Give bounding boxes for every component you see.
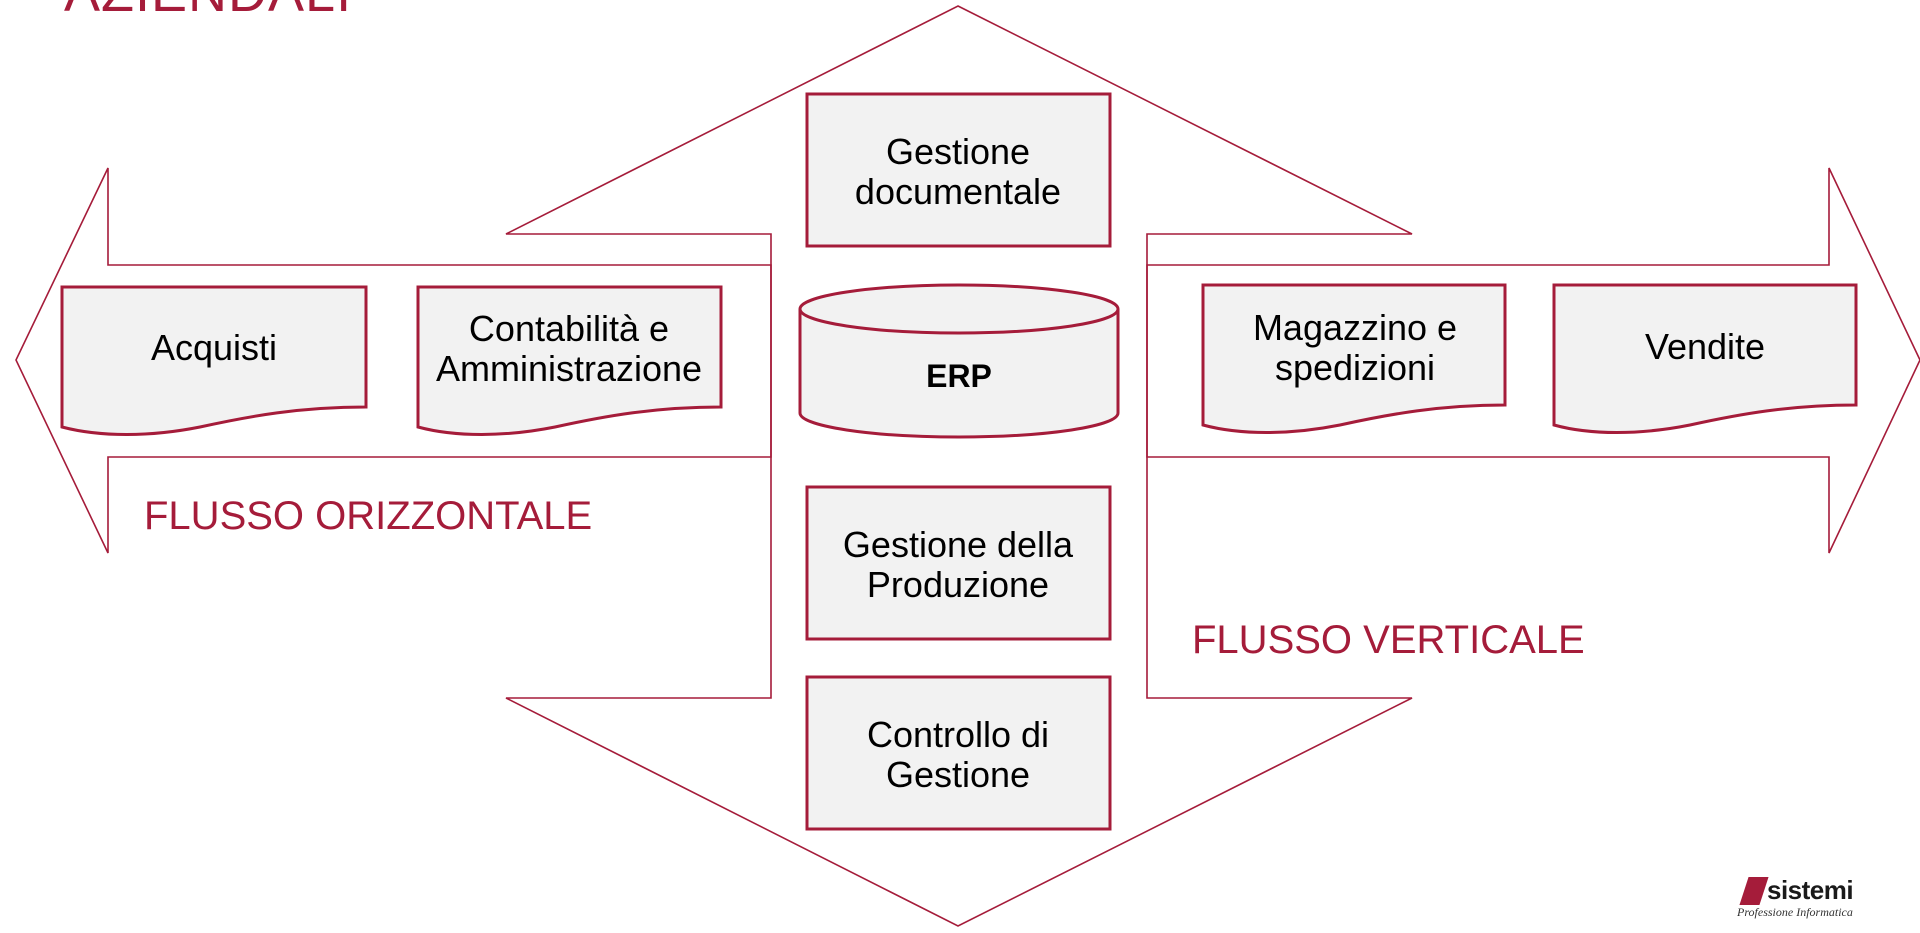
module-label: Acquisti	[151, 327, 277, 368]
logo-mark-icon	[1739, 877, 1769, 905]
vertical-flow-arrow	[505, 5, 1413, 927]
module-vendite: Vendite	[1552, 283, 1858, 434]
module-label: Gestione	[886, 131, 1030, 172]
module-magazzino: Magazzino e spedizioni	[1201, 283, 1507, 434]
module-gestione-documentale: Gestione documentale	[805, 92, 1112, 248]
module-label: Contabilità e	[469, 308, 669, 349]
label-flusso-verticale: FLUSSO VERTICALE	[1192, 618, 1585, 662]
label-flusso-orizzontale: FLUSSO ORIZZONTALE	[144, 494, 592, 538]
sistemi-logo: sistemi Professione Informatica	[1737, 875, 1873, 923]
module-label: Gestione della	[843, 524, 1074, 565]
module-label: Magazzino e	[1253, 307, 1457, 348]
module-controllo: Controllo di Gestione	[805, 675, 1112, 831]
erp-database: ERP	[798, 283, 1120, 439]
module-label: Vendite	[1645, 326, 1765, 367]
logo-wordmark: sistemi	[1767, 875, 1854, 905]
module-label: documentale	[855, 171, 1061, 212]
module-acquisti: Acquisti	[60, 285, 368, 436]
module-label: Produzione	[867, 564, 1049, 605]
module-label: Gestione	[886, 754, 1030, 795]
module-label: spedizioni	[1275, 347, 1435, 388]
logo-tagline: Professione Informatica	[1737, 905, 1853, 919]
slide-title: AZIENDALI	[64, 0, 352, 24]
module-label: Controllo di	[867, 714, 1049, 755]
module-produzione: Gestione della Produzione	[805, 485, 1112, 641]
right-flow-arrow	[1146, 167, 1920, 554]
module-label: Amministrazione	[436, 348, 702, 389]
module-contabilita: Contabilità e Amministrazione	[416, 285, 723, 436]
left-flow-arrow	[15, 167, 772, 554]
erp-label: ERP	[926, 358, 992, 394]
